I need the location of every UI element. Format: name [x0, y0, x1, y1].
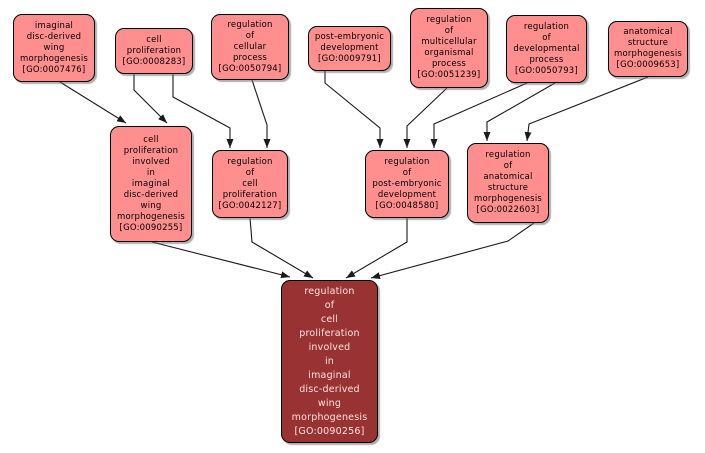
- go-node-0007476[interactable]: imaginal disc-derived wing morphogenesis…: [13, 14, 95, 82]
- go-node-0050794[interactable]: regulation of cellular process [GO:00507…: [211, 14, 289, 80]
- edge-GO:0050793-to-GO:0022603: [483, 82, 556, 141]
- edge-GO:0051239-to-GO:0048580: [403, 87, 448, 148]
- edge-GO:0008283-to-GO:0090255: [133, 74, 168, 124]
- go-node-0090255[interactable]: cell proliferation involved in imaginal …: [110, 126, 192, 242]
- edge-GO:0009653-to-GO:0022603: [524, 76, 649, 142]
- edge-GO:0048580-to-GO:0090256: [345, 218, 408, 279]
- edge-GO:0090255-to-GO:0090256: [151, 241, 291, 279]
- go-node-0009791[interactable]: post-embryonic development [GO:0009791]: [308, 26, 391, 71]
- go-node-0008283[interactable]: cell proliferation [GO:0008283]: [115, 28, 193, 74]
- go-node-0048580[interactable]: regulation of post-embryonic development…: [365, 150, 449, 218]
- edge-GO:0050794-to-GO:0042127: [251, 79, 271, 148]
- edge-GO:0042127-to-GO:0090256: [249, 217, 314, 279]
- edge-GO:0050793-to-GO:0048580: [430, 82, 528, 148]
- go-node-0009653[interactable]: anatomical structure morphogenesis [GO:0…: [608, 21, 688, 77]
- go-node-0050793[interactable]: regulation of developmental process [GO:…: [506, 15, 587, 83]
- go-node-0042127[interactable]: regulation of cell proliferation [GO:004…: [212, 150, 288, 218]
- go-node-0051239[interactable]: regulation of multicellular organismal p…: [410, 8, 488, 88]
- go-node-0022603[interactable]: regulation of anatomical structure morph…: [467, 143, 549, 223]
- edge-GO:0022603-to-GO:0090256: [370, 222, 535, 280]
- go-node-0090256-focus[interactable]: regulation of cell proliferation involve…: [281, 280, 378, 443]
- edge-GO:0009791-to-GO:0048580: [324, 71, 384, 148]
- edge-GO:0007476-to-GO:0090255: [59, 81, 127, 124]
